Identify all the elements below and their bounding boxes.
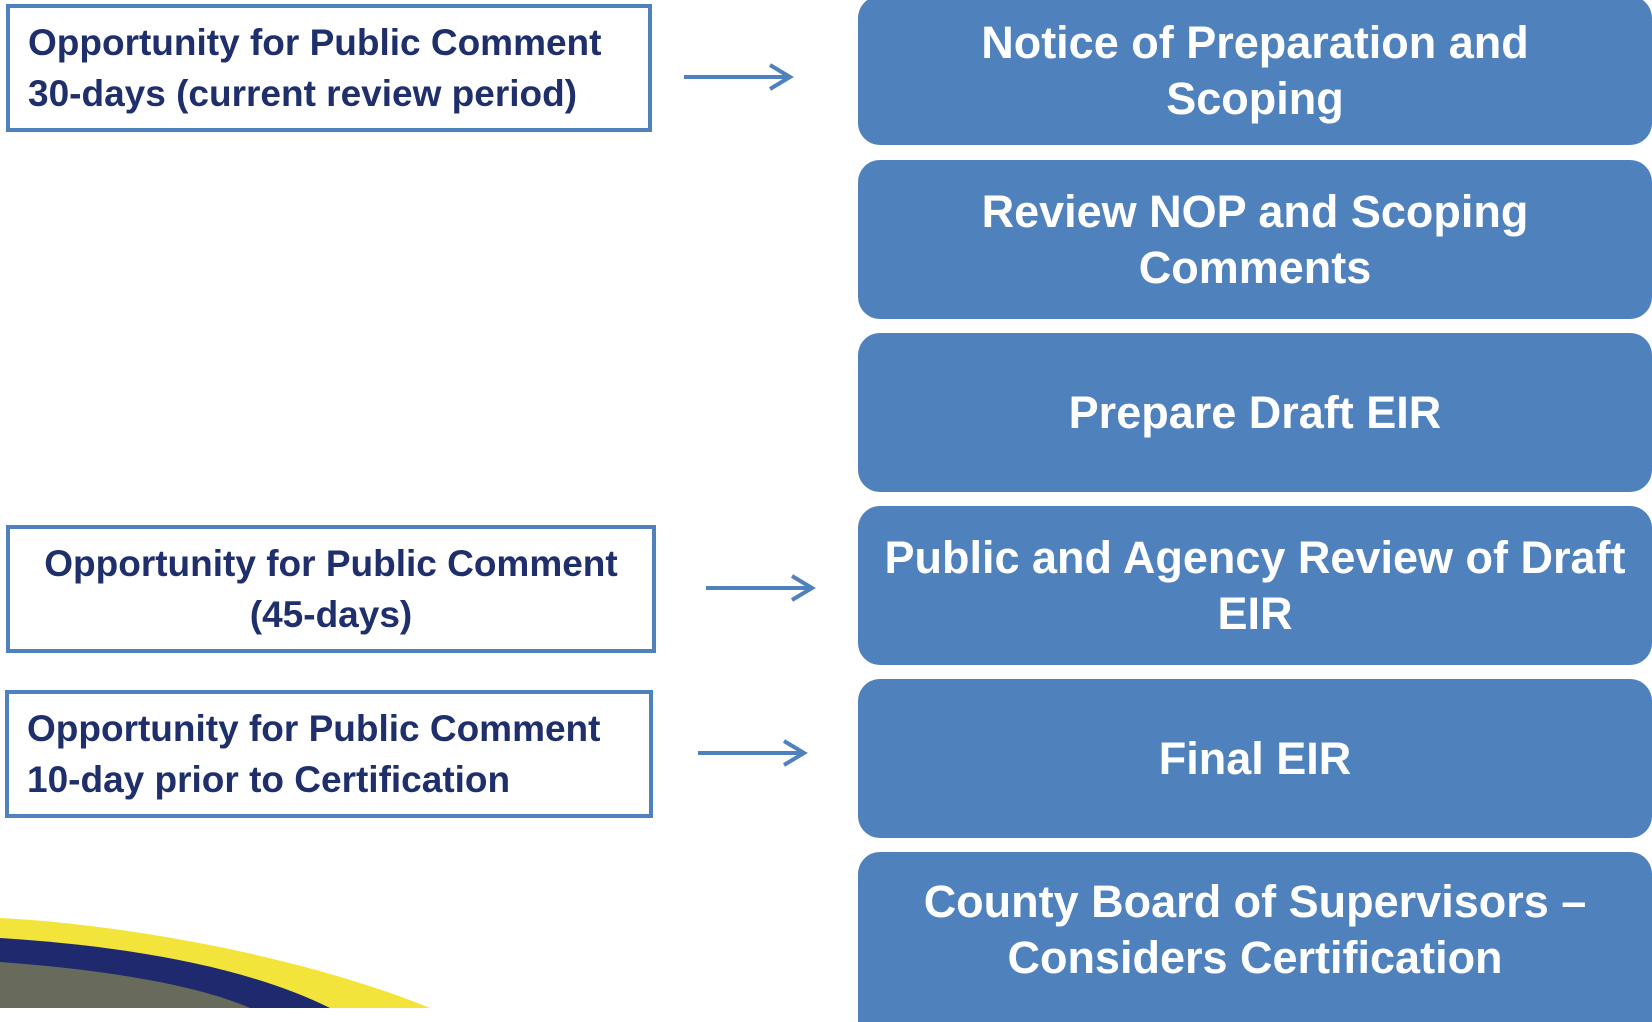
arrow-to-public-agency-review bbox=[706, 574, 816, 602]
step-public-agency-review-line1: Public and Agency Review of Draft bbox=[884, 531, 1626, 583]
arrow-to-notice-of-preparation bbox=[684, 63, 794, 91]
step-final-eir: Final EIR bbox=[858, 679, 1652, 838]
step-review-nop-comments-line2: Comments bbox=[1138, 241, 1372, 293]
comment-box-10-day-line2: 10-day prior to Certification bbox=[27, 759, 511, 800]
step-board-certification: County Board of Supervisors – Considers … bbox=[858, 852, 1652, 1022]
comment-box-30-days-line1: Opportunity for Public Comment bbox=[28, 22, 602, 63]
step-notice-of-preparation-line1: Notice of Preparation and bbox=[981, 16, 1529, 68]
step-public-agency-review: Public and Agency Review of Draft EIR bbox=[858, 506, 1652, 665]
comment-box-45-days-line1: Opportunity for Public Comment bbox=[44, 543, 618, 584]
step-notice-of-preparation-line2: Scoping bbox=[1166, 72, 1344, 124]
step-public-agency-review-line2: EIR bbox=[1217, 587, 1293, 639]
step-notice-of-preparation: Notice of Preparation and Scoping bbox=[858, 0, 1652, 145]
comment-box-30-days-line2: 30-days (current review period) bbox=[28, 73, 578, 114]
step-prepare-draft-eir-label: Prepare Draft EIR bbox=[1068, 386, 1442, 438]
step-board-certification-line1: County Board of Supervisors – bbox=[923, 876, 1587, 927]
comment-box-45-days-line2: (45-days) bbox=[249, 594, 413, 635]
step-final-eir-label: Final EIR bbox=[1158, 732, 1352, 784]
arrow-to-final-eir bbox=[698, 739, 808, 767]
decorative-swoosh bbox=[0, 918, 430, 1008]
step-board-certification-line2: Considers Certification bbox=[1007, 932, 1503, 983]
comment-box-30-days: Opportunity for Public Comment 30-days (… bbox=[6, 4, 652, 132]
comment-box-45-days: Opportunity for Public Comment (45-days) bbox=[6, 525, 656, 653]
step-review-nop-comments: Review NOP and Scoping Comments bbox=[858, 160, 1652, 319]
step-prepare-draft-eir: Prepare Draft EIR bbox=[858, 333, 1652, 492]
step-review-nop-comments-line1: Review NOP and Scoping bbox=[981, 185, 1529, 237]
comment-box-10-day: Opportunity for Public Comment 10-day pr… bbox=[5, 690, 653, 818]
comment-box-10-day-line1: Opportunity for Public Comment bbox=[27, 708, 601, 749]
